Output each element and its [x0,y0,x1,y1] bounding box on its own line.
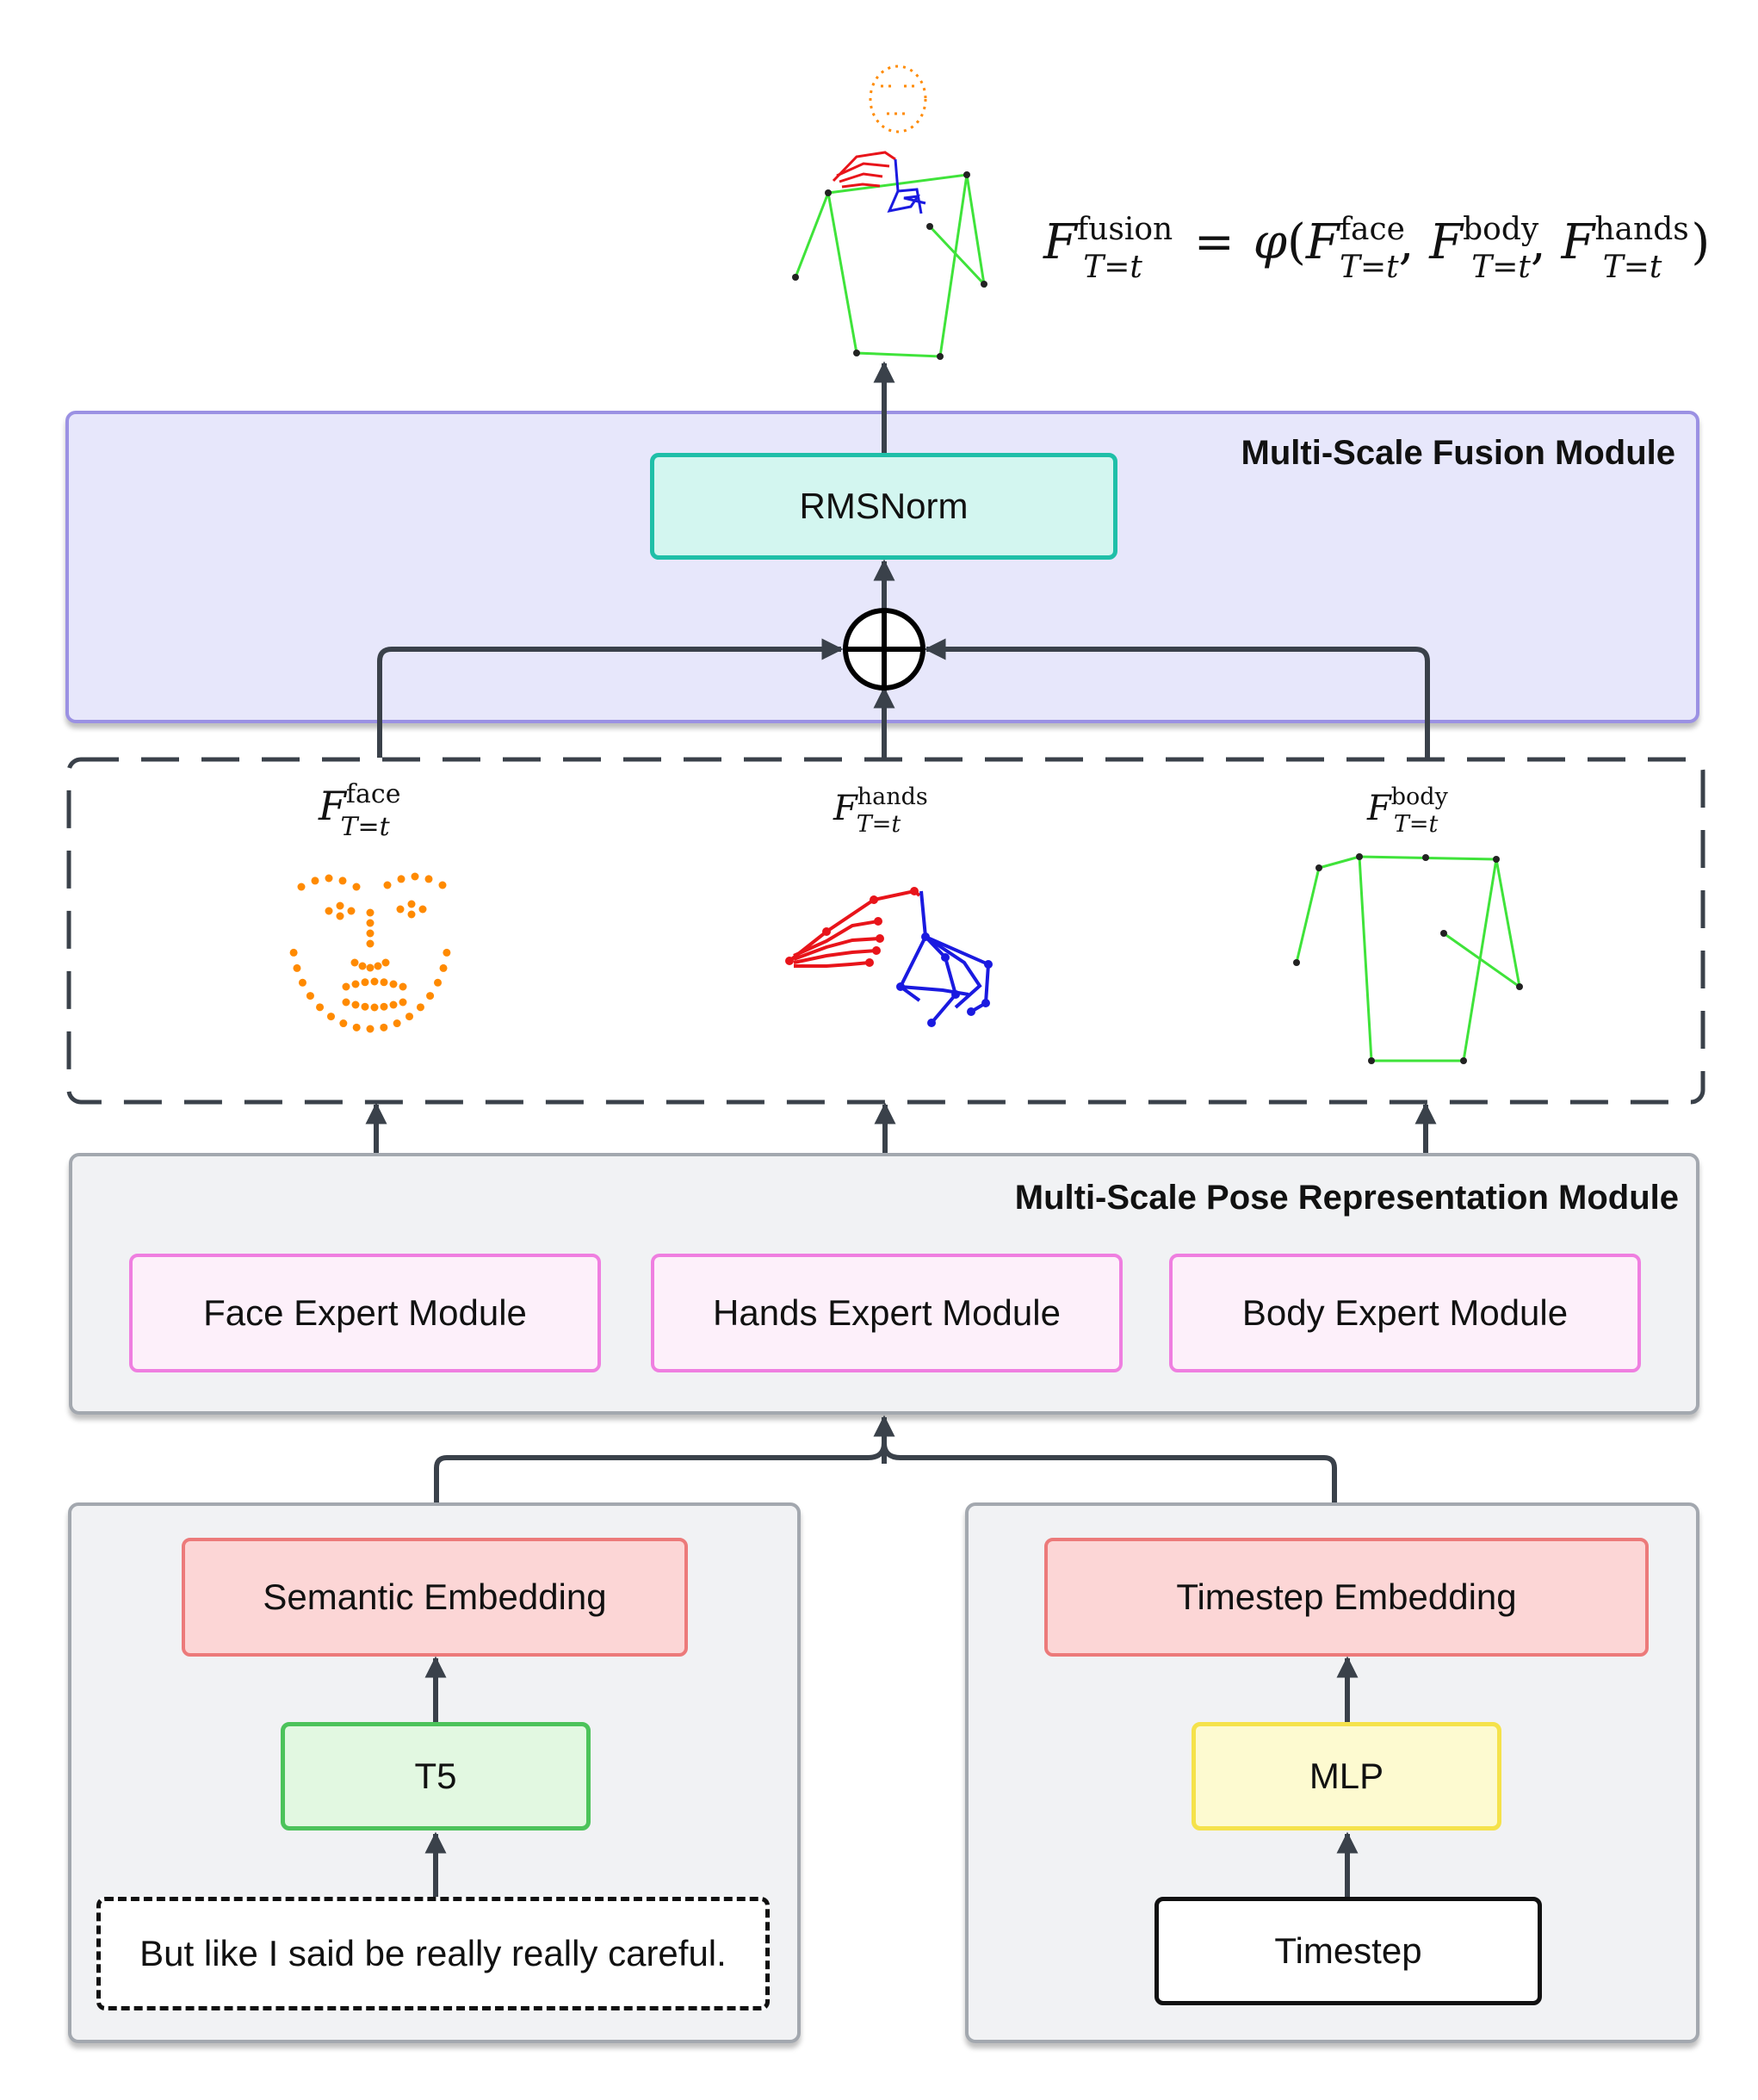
face-keypoint [380,978,388,987]
face-keypoint [405,1013,414,1021]
face-keypoint [352,1023,361,1031]
face-keypoint [397,875,405,883]
face-keypoint [411,872,419,881]
face-keypoint [311,877,319,885]
face-keypoint [438,881,447,889]
face-keypoint [366,939,375,948]
timestep-input: Timestep [1154,1897,1542,2005]
face-keypoint [380,1023,388,1031]
face-keypoint [366,908,375,917]
face-keypoint [434,978,443,987]
face-keypoint [325,874,333,883]
face-keypoint [342,998,350,1007]
face-keypoint [336,912,344,920]
hands-expert-module: Hands Expert Module [651,1254,1123,1372]
face-keypoint [439,963,448,972]
arrow-body-to-sum [924,638,1430,758]
face-keypoint [381,958,390,967]
face-keypoint [316,1003,325,1012]
face-keypoint [293,963,301,972]
face-keypoint [370,1003,379,1012]
face-keypoint [389,980,398,988]
face-keypoint [396,905,405,914]
face-keypoint [338,877,347,885]
face-keypoint [407,900,416,908]
timestep-embedding-block: Timestep Embedding [1044,1538,1649,1657]
pose-module-title: Multi-Scale Pose Representation Module [1014,1179,1679,1217]
feature-container [66,757,1705,1105]
face-keypoint [351,980,360,988]
face-keypoint [366,1025,375,1033]
face-keypoint [366,963,375,972]
face-keypoint [366,919,375,927]
arrow-face-to-sum [377,638,844,758]
fusion-module-title: Multi-Scale Fusion Module [1241,434,1675,472]
face-keypoint [361,978,369,987]
face-keypoint [342,982,350,991]
body-expert-module: Body Expert Module [1169,1254,1641,1372]
face-keypoint [325,907,333,915]
face-keypoint [352,883,361,891]
face-keypoint [358,962,367,970]
face-keypoint [393,1019,401,1028]
face-keypoint [418,905,427,914]
face-keypoint [389,1000,398,1009]
output-pose-skeleton [792,65,987,360]
face-keypoint [361,1002,369,1011]
connection-arrows [365,361,1437,1897]
sum-operator-icon [843,608,925,691]
face-keypoint [351,1000,360,1009]
face-keypoint [289,948,298,957]
face-keypoint [407,910,416,919]
face-keypoint [339,1019,348,1028]
t5-encoder-block: T5 [281,1722,591,1831]
input-sentence: But like I said be really really careful… [96,1897,770,2010]
hands-keypoints [785,887,993,1027]
face-keypoint [350,958,359,967]
face-keypoint [426,992,435,1000]
body-keypoints [1293,853,1523,1064]
face-keypoint [380,1002,388,1011]
face-keypoint [383,881,392,889]
face-keypoint [374,962,382,970]
face-keypoint [443,948,451,957]
face-expert-module: Face Expert Module [129,1254,601,1372]
semantic-embedding-block: Semantic Embedding [182,1538,688,1657]
face-keypoint [366,929,375,938]
face-keypoint [297,883,306,891]
face-keypoint [416,1003,424,1012]
face-keypoint [336,901,344,910]
mlp-block: MLP [1192,1722,1501,1831]
face-keypoint [399,982,407,991]
face-keypoint [424,875,433,883]
face-keypoint [298,978,306,987]
face-keypoint [370,977,379,986]
face-keypoint [306,992,314,1000]
face-keypoint [399,998,407,1007]
rmsnorm-block: RMSNorm [650,453,1117,560]
face-keypoint [347,907,356,915]
face-keypoint [326,1013,335,1021]
face-keypoints [289,872,451,1033]
